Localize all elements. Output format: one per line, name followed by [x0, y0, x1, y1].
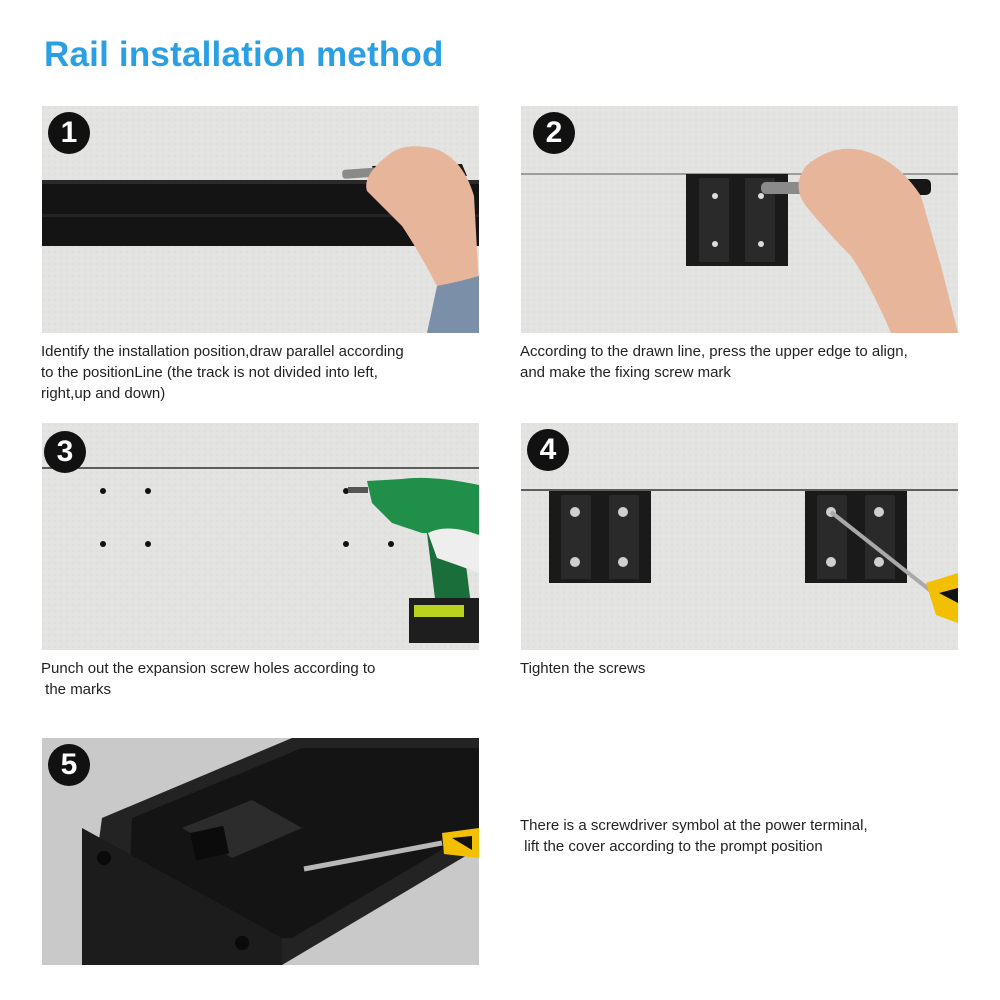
step-4-badge: 4 [527, 429, 569, 471]
step-4-caption: Tighten the screws [520, 660, 646, 677]
hand-with-marker [342, 146, 479, 333]
step-2-image: 2 [521, 106, 958, 333]
step-5-badge: 5 [48, 744, 90, 786]
step-5-image: 5 [42, 738, 479, 965]
screwdriver [303, 828, 479, 872]
hand-with-marker [761, 148, 958, 333]
step-1-caption: Identify the installation position,draw … [41, 343, 404, 402]
screwdriver [829, 510, 958, 623]
rail-end-cap [82, 738, 479, 965]
step-2-caption: According to the drawn line, press the u… [520, 343, 908, 381]
page-title: Rail installation method [44, 35, 444, 74]
screw-hole-marks [100, 488, 394, 547]
step-2-badge: 2 [533, 112, 575, 154]
mounting-bracket [686, 174, 788, 266]
step-3-caption: Punch out the expansion screw holes acco… [41, 660, 376, 698]
step-3-image: 3 [42, 423, 479, 650]
step-1-image: 1 [42, 106, 479, 333]
step-3-badge: 3 [44, 431, 86, 473]
step-4-image: 4 [521, 423, 958, 650]
step-5-caption: There is a screwdriver symbol at the pow… [520, 817, 868, 855]
mounting-bracket-left [549, 491, 651, 583]
power-drill [348, 477, 479, 643]
mounting-bracket-right [805, 491, 907, 583]
step-1-badge: 1 [48, 112, 90, 154]
